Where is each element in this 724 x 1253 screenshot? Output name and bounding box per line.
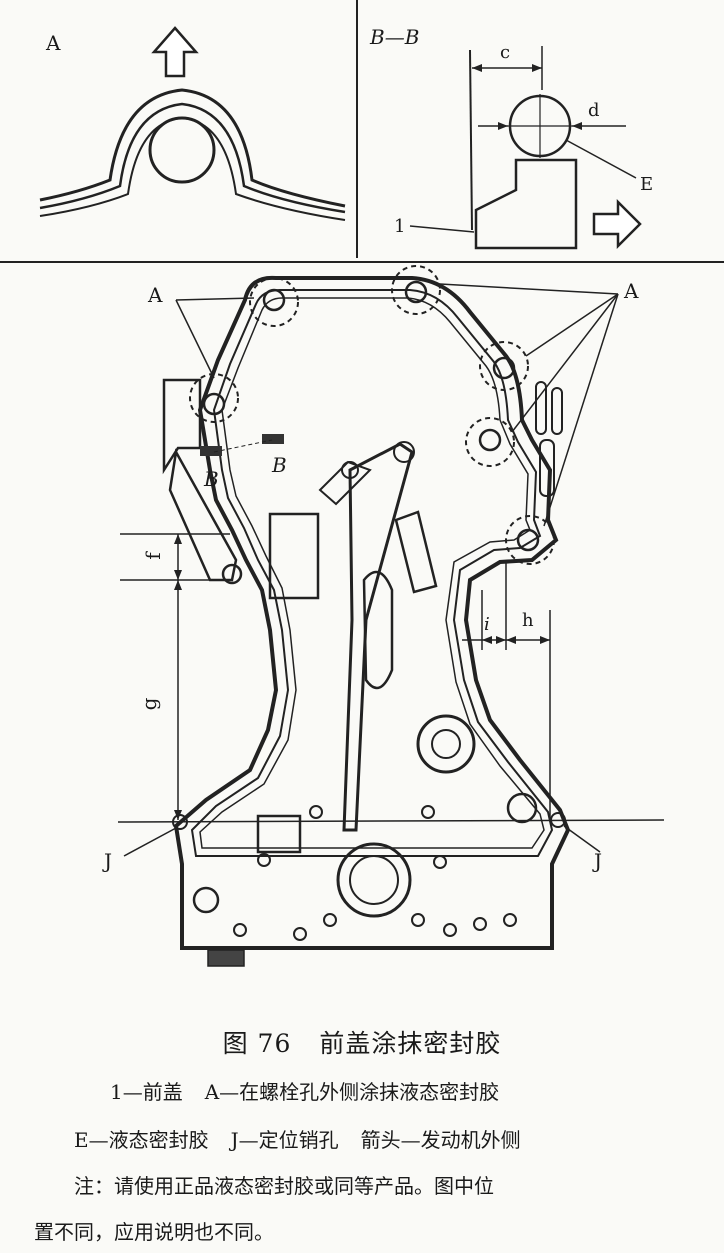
legend-item-1: 1—前盖 [110,1080,183,1104]
legend-item-e: E—液态密封胶 [74,1128,209,1152]
detail-a-markers [189,265,555,565]
slot-feature [394,510,438,594]
legend-item-j: J—定位销孔 [230,1128,339,1152]
figure-title: 图 76 前盖涂抹密封胶 [0,1024,724,1060]
dim-arrows-ih [482,636,550,644]
leader-e [565,139,637,179]
rib-slot [551,387,563,435]
section-b-mark-left: B [203,467,219,491]
rib-slot [539,439,555,497]
bolt-hole [404,280,428,304]
sealant-path [190,289,554,857]
left-bracket [162,378,202,475]
reference-line [469,49,473,231]
bolt-boss [192,886,220,914]
legend-item-a: A—在螺栓孔外侧涂抹液态密封胶 [204,1080,500,1104]
leader-j-right [563,825,601,853]
label-a-right: A [623,279,639,303]
label-a-left: A [147,283,163,307]
dim-h-label: h [522,610,534,631]
drain-plug [207,949,245,967]
section-b-mark-right: B [271,453,287,477]
front-cover-drawing: A A B B f g i [102,265,665,967]
flange-outer-edge [39,88,346,208]
outside-arrow-icon [592,198,642,250]
crankshaft-hole [349,855,399,905]
crankshaft-seal-bore [336,842,412,918]
a-leaders [175,283,619,527]
bolt-hole [478,428,502,452]
sealant-bead [39,102,346,214]
rib-slot [535,381,547,435]
cover-outline [173,275,571,950]
legend-item-arrow: 箭头—发动机外侧 [360,1128,521,1152]
leader-1 [409,225,475,233]
water-pump-boss [416,714,476,774]
dimensions-fg [117,533,665,823]
figure-title-text: 前盖涂抹密封胶 [319,1029,502,1058]
bolt-hole [202,392,226,416]
technical-drawing: A B—B c d E 1 [0,0,724,967]
bolt-hole [221,563,243,585]
pivot-bolt [341,461,359,479]
legend-line-2: E—液态密封胶 J—定位销孔箭头—发动机外侧 [74,1124,521,1153]
label-j-left: J [102,849,112,873]
dim-g-label: g [137,697,161,710]
pivot-bolt [393,441,415,463]
chain-window [362,570,394,690]
water-pump-hole [431,729,461,759]
timing-guide [342,442,414,832]
sensor-mount [256,814,302,854]
bolt-hole [148,116,216,184]
legend-line-1: 1—前盖 A—在螺栓孔外侧涂抹液态密封胶 [110,1076,499,1105]
detail-a-panel: A [39,26,346,221]
callout-e-label: E [640,174,653,195]
leader-j-left [123,827,177,857]
detail-a-label: A [45,31,61,55]
section-b-label: B—B [369,25,419,49]
dim-f-label: f [141,551,165,560]
bolt-hole [516,528,540,552]
bolt-hole [262,288,286,312]
dim-d-label: d [588,100,600,121]
bottom-bolt-row [233,805,517,941]
front-cover-section [474,158,578,250]
note-line-2: 置不同，应用说明也不同。 [34,1220,274,1244]
dim-i-label: i [484,614,490,635]
cam-housing [268,512,320,600]
flange-inner-edge [39,116,346,221]
figure-number: 图 76 [222,1029,292,1058]
note-line-1: 注：请使用正品液态密封胶或同等产品。图中位 [74,1174,494,1198]
callout-1-label: 1 [394,216,405,237]
inner-flange [199,297,545,849]
dim-c-label: c [500,42,510,63]
outside-arrow-icon [151,26,199,78]
bolt-hole [492,356,516,380]
bolt-boss [506,792,538,824]
section-cut-b: B B [200,434,287,491]
label-j-right: J [592,849,602,873]
section-b-panel: B—B c d E 1 [369,25,653,250]
tensioner-arm [318,460,372,506]
